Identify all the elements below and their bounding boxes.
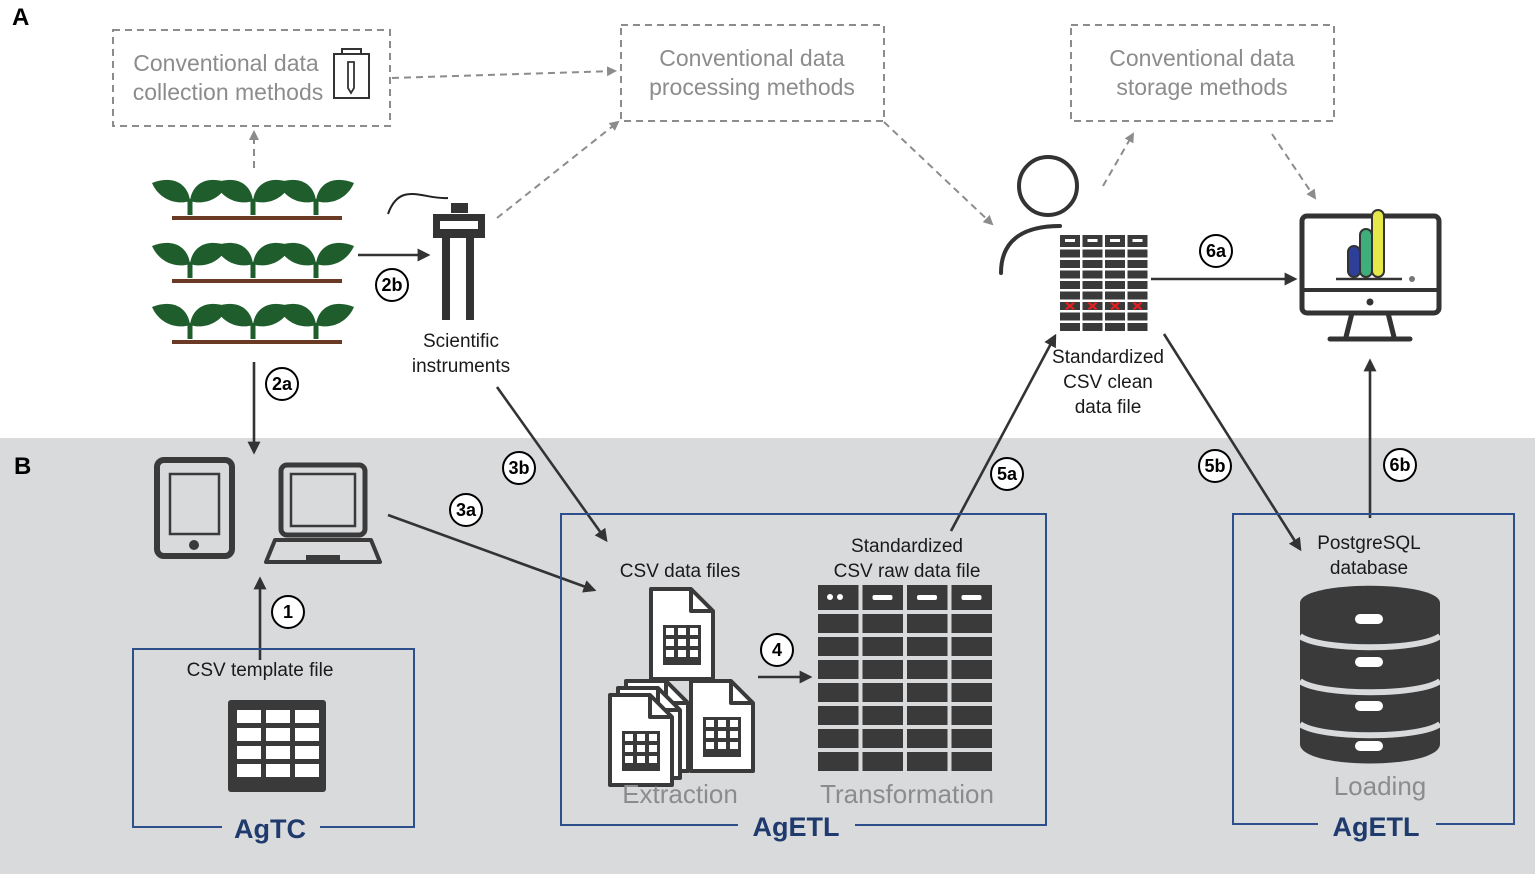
step-badge-3b: 3b bbox=[502, 451, 536, 485]
svg-text:1: 1 bbox=[283, 602, 293, 622]
conventional-storage-box: Conventional data storage methods bbox=[1070, 24, 1335, 122]
extraction-label: Extraction bbox=[622, 779, 738, 809]
collection-label-line1: Conventional data bbox=[133, 50, 319, 76]
database-icon bbox=[1298, 585, 1442, 764]
step-badge-5a: 5a bbox=[990, 457, 1024, 491]
monitor-chart-icon bbox=[1299, 209, 1442, 342]
svg-text:5b: 5b bbox=[1204, 456, 1225, 476]
step-badge-2b: 2b bbox=[375, 268, 409, 302]
db-label-line2: database bbox=[1330, 558, 1408, 579]
soil-sensor-icon bbox=[387, 193, 485, 320]
user-icon bbox=[999, 155, 1079, 275]
clean-file-label-line2: CSV clean bbox=[1063, 372, 1153, 393]
step-badge-3a: 3a bbox=[449, 493, 483, 527]
step-badge-4: 4 bbox=[760, 633, 794, 667]
agetl-main-box: CSV data files Extraction Standardized C… bbox=[560, 513, 1047, 842]
clean-spreadsheet-icon bbox=[1060, 235, 1148, 331]
clean-file-label-line1: Standardized bbox=[1052, 347, 1164, 368]
conventional-collection-box: Conventional data collection methods bbox=[112, 29, 391, 127]
plant-grid-icon bbox=[152, 179, 354, 344]
agetl-load-box: PostgreSQL database Loading AgETL bbox=[1232, 513, 1515, 842]
tablet-icon bbox=[154, 457, 235, 559]
loading-label: Loading bbox=[1334, 771, 1427, 801]
clipboard-icon bbox=[333, 48, 370, 99]
panel-label-b: B bbox=[14, 453, 31, 480]
svg-text:5a: 5a bbox=[997, 464, 1018, 484]
step-badge-6a: 6a bbox=[1199, 234, 1233, 268]
raw-spreadsheet-icon bbox=[818, 585, 992, 771]
svg-text:2a: 2a bbox=[272, 374, 293, 394]
processing-label-line1: Conventional data bbox=[659, 45, 845, 71]
clean-file-label-line3: data file bbox=[1075, 397, 1142, 418]
agetl-main-label: AgETL bbox=[753, 812, 840, 842]
svg-text:6a: 6a bbox=[1206, 241, 1227, 261]
svg-text:2b: 2b bbox=[381, 275, 402, 295]
svg-text:3a: 3a bbox=[456, 500, 477, 520]
agetl-load-label: AgETL bbox=[1333, 812, 1420, 842]
agtc-label: AgTC bbox=[234, 814, 306, 844]
csv-files-label: CSV data files bbox=[620, 561, 740, 582]
step-badge-6b: 6b bbox=[1383, 448, 1417, 482]
template-grid-icon bbox=[228, 700, 326, 792]
step-badge-2a: 2a bbox=[265, 367, 299, 401]
step-badge-1: 1 bbox=[271, 595, 305, 629]
step-badge-5b: 5b bbox=[1198, 449, 1232, 483]
storage-label-line2: storage methods bbox=[1116, 74, 1287, 100]
agtc-box: CSV template file AgTC bbox=[132, 648, 415, 844]
instruments-label-line1: Scientific bbox=[423, 331, 499, 352]
collection-label-line2: collection methods bbox=[133, 79, 324, 105]
db-label-line1: PostgreSQL bbox=[1317, 533, 1421, 554]
template-file-label: CSV template file bbox=[187, 660, 334, 681]
storage-label-line1: Conventional data bbox=[1109, 45, 1295, 71]
svg-text:3b: 3b bbox=[508, 458, 529, 478]
raw-file-label-line2: CSV raw data file bbox=[834, 561, 981, 582]
processing-label-line2: processing methods bbox=[649, 74, 855, 100]
laptop-icon bbox=[264, 462, 382, 564]
svg-text:6b: 6b bbox=[1389, 455, 1410, 475]
svg-text:4: 4 bbox=[772, 640, 782, 660]
raw-file-label-line1: Standardized bbox=[851, 536, 963, 557]
instruments-label-line2: instruments bbox=[412, 356, 510, 377]
conventional-processing-box: Conventional data processing methods bbox=[620, 24, 885, 122]
transformation-label: Transformation bbox=[820, 779, 994, 809]
panel-label-a: A bbox=[12, 4, 29, 31]
dashed-arrows bbox=[249, 66, 1317, 226]
